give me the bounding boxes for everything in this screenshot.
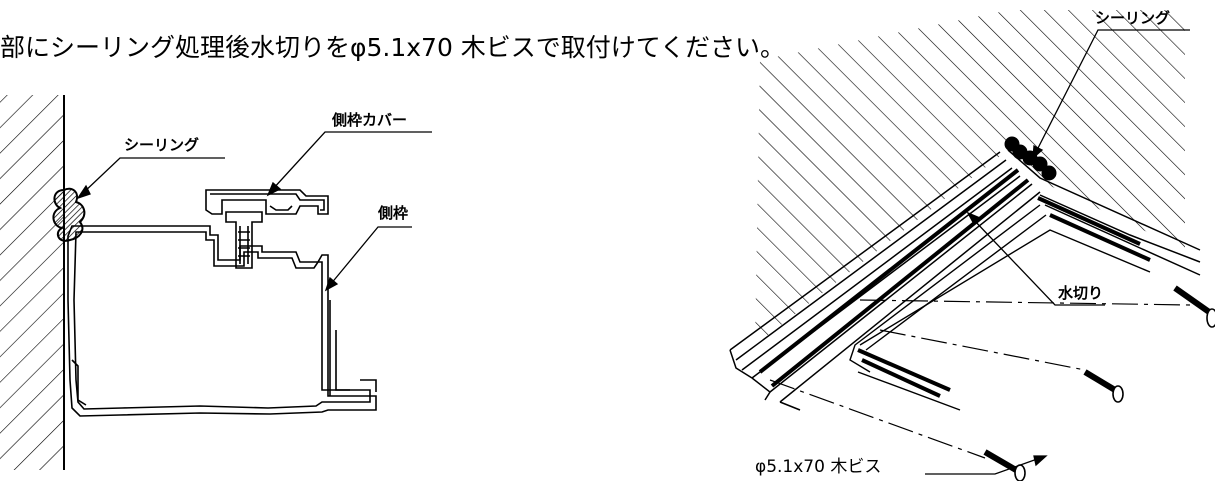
flashing-label: 水切り: [1058, 284, 1103, 302]
instruction-text: 部にシーリング処理後水切りをφ5.1x70 木ビスで取付けてください。: [0, 33, 785, 62]
iso-sealing-leader: [1032, 29, 1190, 160]
wall-hatching: [0, 95, 65, 470]
wood-screws: [983, 285, 1215, 481]
section-view: シーリング 側枠カバー 側枠: [0, 95, 432, 470]
section-leaders: [76, 131, 432, 292]
flashing-leader: [966, 211, 1105, 306]
side-frame-cover: [205, 189, 329, 269]
side-frame-cover-label: 側枠カバー: [331, 111, 407, 129]
flashing-member: [729, 149, 1201, 411]
flashing-edges: [758, 168, 1151, 398]
flashing-channel: [849, 204, 1151, 411]
screw-axis-lines: [769, 299, 1191, 459]
sealant-bead: [52, 187, 86, 242]
section-sealing-label: シーリング: [124, 136, 199, 154]
isometric-view: シーリング 水切り φ5.1x70 木ビス: [729, 9, 1215, 481]
screw-leader: [925, 455, 1048, 475]
ceiling-hatching: [755, 10, 1185, 345]
side-frame-profile: [67, 225, 377, 417]
iso-sealing-label: シーリング: [1095, 9, 1170, 27]
screw-label: φ5.1x70 木ビス: [755, 457, 881, 477]
side-frame-label: 側枠: [377, 204, 408, 222]
